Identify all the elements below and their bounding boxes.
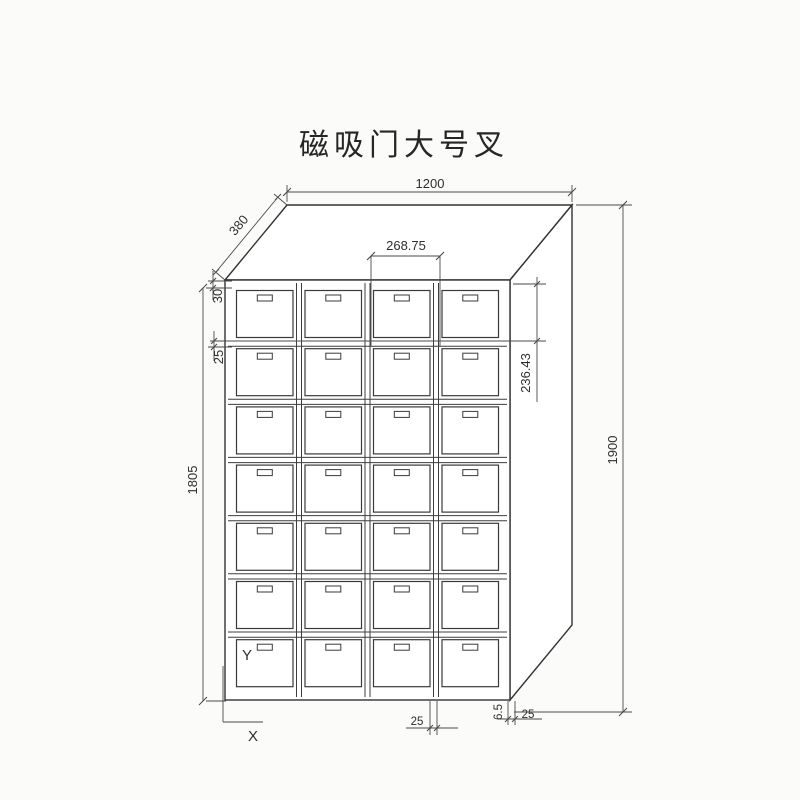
dim-bottom-offset: 25 — [406, 701, 458, 735]
dim-top-section: 236.43 — [513, 277, 546, 402]
axis-indicator: Y X — [222, 647, 263, 745]
door-handle-slot — [256, 352, 273, 360]
x-axis-label: X — [248, 728, 258, 745]
dim-label-bottom-right-offset: 25 — [522, 709, 535, 721]
tick — [618, 707, 628, 717]
door-handle-slot — [462, 469, 479, 477]
door-handle-slot — [325, 469, 342, 477]
dim-top-width: 1200 — [282, 176, 577, 202]
tick — [533, 337, 541, 345]
door-handle-slot — [462, 527, 479, 535]
tick — [433, 724, 441, 732]
tick — [504, 715, 512, 723]
drawing-title: 磁吸门大号叉 — [299, 129, 509, 162]
door-handle-slot — [256, 410, 273, 418]
dim-label-top-width: 1200 — [416, 176, 445, 191]
door-handle-slot — [256, 643, 273, 651]
tick — [567, 187, 577, 197]
door-handle-slot — [325, 527, 342, 535]
locker-door — [235, 348, 294, 397]
locker-grid — [228, 283, 507, 697]
dim-bottom-right: 6.5 25 — [493, 701, 542, 725]
tick — [274, 193, 282, 201]
door-handle-slot — [462, 643, 479, 651]
door-handle-slot — [462, 410, 479, 418]
dim-label-bottom-offset: 25 — [411, 716, 424, 728]
door-handle-slot — [256, 294, 273, 302]
tick — [366, 251, 376, 261]
y-axis-label: Y — [242, 647, 252, 664]
door-handle-slot — [393, 469, 410, 477]
tick — [426, 724, 434, 732]
dim-front-height: 1805 — [185, 283, 226, 706]
door-handle-slot — [256, 469, 273, 477]
door-handle-slot — [393, 294, 410, 302]
tick — [435, 251, 445, 261]
tick — [212, 268, 220, 276]
ext-line — [211, 268, 226, 281]
door-handle-slot — [325, 643, 342, 651]
door-handle-slot — [325, 352, 342, 360]
door-handle-slot — [325, 294, 342, 302]
door-handle-slot — [256, 527, 273, 535]
tick — [210, 337, 218, 345]
door-handle-slot — [393, 527, 410, 535]
dim-label-shelf-thickness: 25 — [211, 350, 226, 364]
door-handle-slot — [393, 352, 410, 360]
tick — [209, 277, 217, 285]
cabinet-right-face — [509, 203, 573, 702]
dim-label-compartment-width: 268.75 — [386, 238, 426, 253]
door-handle-slot — [462, 585, 479, 593]
tick — [618, 200, 628, 210]
ext-line — [273, 193, 288, 206]
door-handle-slot — [462, 352, 479, 360]
dim-label-overall-height: 1900 — [605, 436, 620, 465]
locker-door — [372, 348, 431, 397]
dim-top-frame: 30 — [208, 271, 232, 303]
tick — [282, 187, 292, 197]
door-handle-slot — [256, 585, 273, 593]
tick — [198, 696, 208, 706]
cabinet-body — [223, 203, 574, 702]
locker-door — [441, 289, 500, 339]
door-handle-slot — [325, 410, 342, 418]
tick — [511, 715, 519, 723]
door-handle-slot — [393, 410, 410, 418]
dim-label-top-frame: 30 — [210, 289, 225, 303]
door-handle-slot — [325, 585, 342, 593]
dim-overall-height: 1900 — [514, 200, 632, 717]
door-handle-slot — [393, 585, 410, 593]
dim-label-bottom-gap: 6.5 — [493, 704, 505, 720]
dim-compartment-width: 268.75 — [366, 238, 445, 346]
tick — [210, 343, 218, 351]
tick — [533, 280, 541, 288]
door-handle-slot — [393, 643, 410, 651]
dim-shelf-thickness: 25 — [208, 331, 232, 364]
tick — [198, 283, 208, 293]
dim-label-top-section: 236.43 — [518, 353, 533, 393]
dim-label-front-height: 1805 — [185, 466, 200, 495]
door-handle-slot — [462, 294, 479, 302]
dim-line — [215, 196, 279, 273]
